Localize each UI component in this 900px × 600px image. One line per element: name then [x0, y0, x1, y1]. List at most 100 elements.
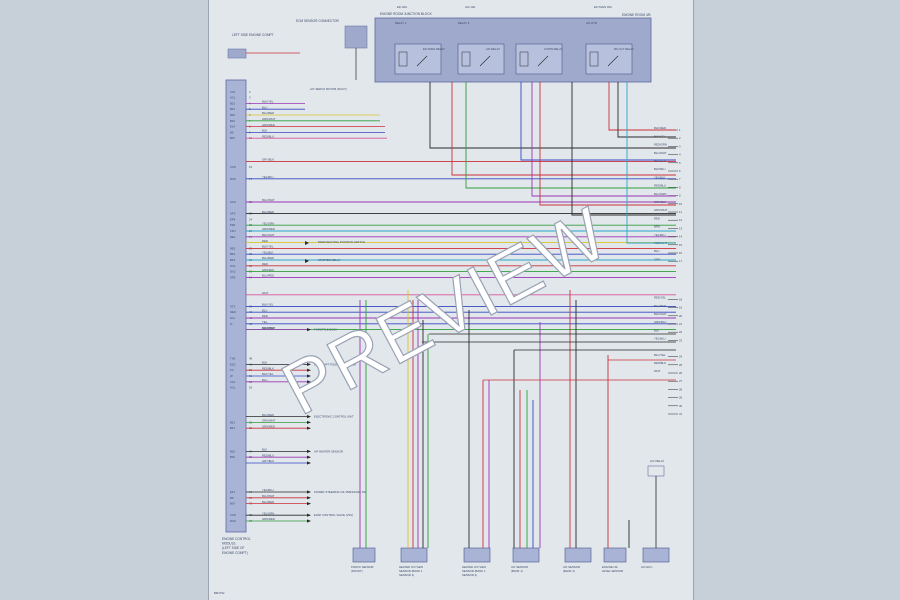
ecm-pin-label: B13 [230, 101, 235, 105]
ac-relay [647, 465, 665, 477]
wire-color-label: YEL/GRN [262, 511, 274, 515]
component-label: A/F SENSOR [563, 565, 580, 569]
top-center-connector [344, 25, 368, 49]
callout-arrow [305, 241, 309, 245]
callout-arrow [307, 519, 311, 523]
terminal-wire-label: BRN [654, 225, 660, 229]
ecm-pin-label: FC [230, 368, 234, 372]
terminal-number: 1 [679, 128, 681, 132]
ecm-pin-label: B13 [230, 107, 235, 111]
wire-color-label: RED [262, 314, 268, 318]
ecm-pin-label: B07 [230, 136, 235, 140]
ecm-pin-label: ACS [230, 200, 236, 204]
callout-label: A/C SERVO MOTOR (DUCT) [310, 87, 347, 91]
ac-relay-label: A/C RELAY [650, 459, 665, 463]
wire-color-label: RED/BLK [262, 366, 274, 370]
ecm-pin-label: G- [230, 322, 233, 326]
ecm-pin-label: B13 [230, 420, 235, 424]
relay-switch [479, 55, 491, 67]
relay-label: A/F RELAY [486, 47, 500, 51]
terminal-wire-label: GRN/BLU [654, 320, 666, 324]
wire-color-label: GRY/BLK [262, 459, 274, 463]
relay-coil [589, 51, 599, 67]
terminal-wire-label: RED/GRN [654, 143, 667, 147]
ecm-pin-label: ACL [230, 96, 236, 100]
component-label: (BANK 2) [563, 569, 575, 573]
component-label: ENGINE OIL [602, 565, 618, 569]
wire-color-label: GRN/RED [262, 123, 275, 127]
wire-color-label: YEL/BLK [262, 250, 273, 254]
bottom-component [564, 547, 592, 563]
terminal-number: 15 [679, 243, 683, 247]
terminal-number: 10 [679, 202, 683, 206]
callout-arrow [307, 415, 311, 419]
ecm-pin-number: 15 [249, 165, 253, 169]
terminal-wire-label: YEL/BLU [654, 233, 666, 237]
component-label: A/F SENSOR [511, 565, 528, 569]
terminal-number: 28 [679, 387, 683, 391]
ecm-pin-label: FPU [230, 229, 236, 233]
relay-drop-wire [520, 82, 676, 161]
ecm-pin-label: TH2 [230, 357, 236, 361]
terminal-wire-label: BLK/WHT [654, 312, 667, 316]
wire-color-label: GRN/WHT [262, 419, 276, 423]
terminal-number: 21 [679, 322, 683, 326]
ecm-pin-number: 53 [249, 386, 253, 390]
callout-arrow [307, 380, 311, 384]
wire-color-label: YEL/GRN [262, 221, 274, 225]
terminal-number: 18 [679, 297, 683, 301]
relay-drop-wire [539, 82, 676, 206]
wire-color-label: BLU [262, 105, 267, 109]
callout-label: ELECTRONIC CONTROL UNIT [314, 415, 354, 419]
wire-color-label: GRN/WHT [262, 326, 276, 330]
relay-3 [515, 43, 563, 75]
ecm-pin-label: VCP [230, 513, 236, 517]
terminal-number: 24 [679, 355, 683, 359]
relay-drop-wire [608, 82, 676, 131]
wire-color-label: BLU [262, 378, 267, 382]
ecm-pin-label: RE1 [230, 235, 236, 239]
ecm-pin-label: G2+ [230, 316, 236, 320]
terminal-number: 11 [679, 210, 682, 214]
component-label: SENSOR 1) [399, 573, 414, 577]
ecm-pin-label: AFS [230, 212, 236, 216]
relay-drop-wire [571, 82, 676, 216]
wire-color-label: BLU [262, 308, 267, 312]
ecm-pin-number: 2 [249, 90, 251, 94]
relay-header-label: A/F HTR [586, 21, 597, 25]
terminal-number: 17 [679, 259, 683, 263]
fuse-label: IG2 10A [465, 5, 475, 9]
terminal-wire-label: BLU/GRN [654, 192, 666, 196]
terminal-wire-label: GRN [654, 257, 660, 261]
terminal-number: 16 [679, 251, 683, 255]
wire-color-label: WHT [262, 291, 269, 295]
terminal-wire-label: RED [654, 216, 660, 220]
terminal-wire-label: BLK/RED [654, 159, 666, 163]
terminal-number: 5 [679, 161, 681, 165]
ecm-pin-label: NEO [230, 310, 237, 314]
terminal-number: 27 [679, 379, 683, 383]
relay-switch [537, 55, 549, 67]
terminal-number: 2 [679, 136, 681, 140]
ecm-connector [225, 79, 247, 533]
ecm-pin-label: B5 [230, 130, 234, 134]
callout-arrow [307, 426, 311, 430]
component-label: (FRONT) [351, 569, 363, 573]
terminal-wire-label: BLU/YEL [654, 353, 666, 357]
terminal-wire-label: YEL/BLU [654, 337, 666, 341]
callout-label: EVAP CONTROL VALVE (VSV) [314, 513, 353, 517]
wire-color-label: RED/BLU [262, 134, 274, 138]
component-label: SENSOR (BANK 1 [462, 569, 486, 573]
top-left-connector [227, 48, 247, 59]
ecm-title: ENGINE COMPT) [222, 551, 248, 555]
relay-drop-wire [451, 82, 676, 176]
callout-arrow [307, 449, 311, 453]
ecm-pin-label: ACL [230, 386, 236, 390]
ecm-pin-label: EP4 [230, 217, 236, 221]
wire-color-label: RED [262, 262, 268, 266]
wire-color-label: BLK [262, 361, 267, 365]
relay-drop-wire [429, 82, 676, 149]
top-left-label: LEFT SIDE ENGINE COMPT [232, 33, 274, 37]
relay-header-label: RELAY 1 [395, 21, 407, 25]
